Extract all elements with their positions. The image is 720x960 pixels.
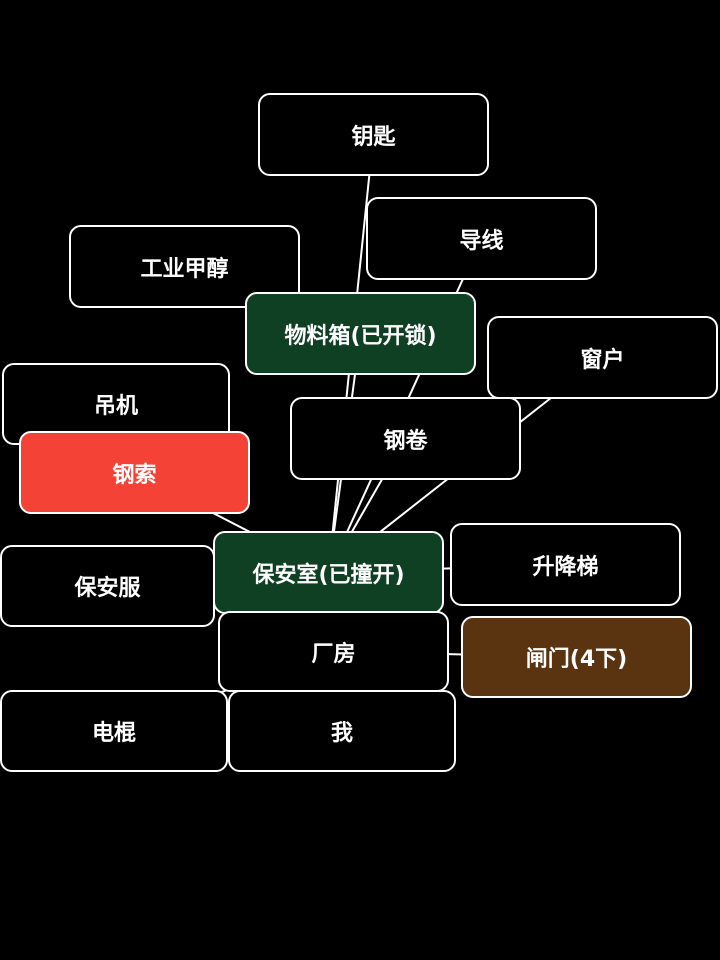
node-gate[interactable]: 闸门(4下) xyxy=(461,616,692,698)
node-factory-building[interactable]: 厂房 xyxy=(218,611,449,692)
node-lift[interactable]: 升降梯 xyxy=(450,523,681,606)
node-key[interactable]: 钥匙 xyxy=(258,93,489,176)
node-wire[interactable]: 导线 xyxy=(366,197,597,280)
node-me[interactable]: 我 xyxy=(228,690,456,772)
node-material-crate-unlocked[interactable]: 物料箱(已开锁) xyxy=(245,292,476,375)
node-security-room-broken-open[interactable]: 保安室(已撞开) xyxy=(213,531,444,614)
node-security-uniform[interactable]: 保安服 xyxy=(0,545,215,627)
node-electric-baton[interactable]: 电棍 xyxy=(0,690,228,772)
node-window[interactable]: 窗户 xyxy=(487,316,718,399)
node-steel-coil[interactable]: 钢卷 xyxy=(290,397,521,480)
node-steel-cable[interactable]: 钢索 xyxy=(19,431,250,514)
